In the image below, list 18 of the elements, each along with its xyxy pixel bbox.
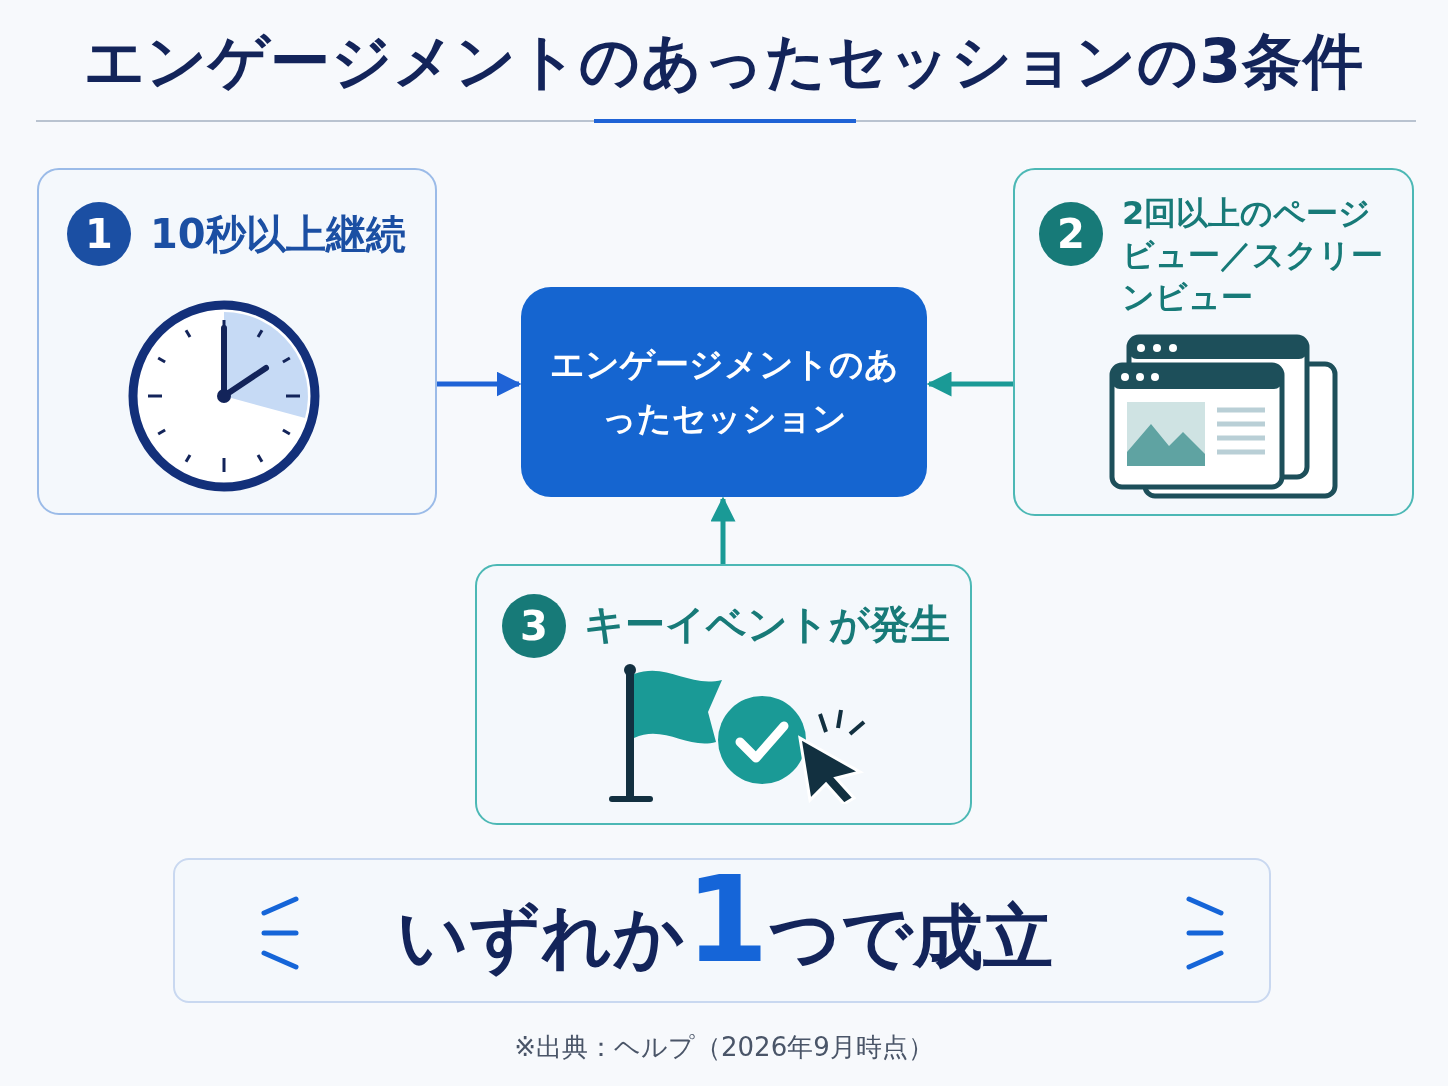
number-badge: 1 — [67, 202, 131, 266]
condition-label: キーイベントが発生 — [584, 602, 951, 646]
summary-banner — [173, 858, 1271, 1003]
condition-label: 2回以上のページビュー／スクリーンビュー — [1122, 193, 1384, 318]
arrow — [437, 371, 522, 397]
result-box — [521, 287, 927, 497]
arrow — [710, 496, 736, 564]
condition-card — [1013, 168, 1414, 516]
condition-label: 10秒以上継続 — [150, 212, 407, 256]
title: エンゲージメントのあったセッションの3条件 — [83, 25, 1365, 98]
number-badge: 2 — [1039, 202, 1103, 266]
summary-text: いずれか1つで成立 — [396, 860, 1054, 991]
result-label: エンゲージメントのあったセッション — [548, 343, 900, 440]
arrow — [926, 371, 1013, 397]
condition-card — [37, 168, 437, 515]
caption: ※出典：ヘルプ（2026年9月時点） — [513, 1031, 935, 1064]
condition-card — [475, 564, 972, 825]
number-badge: 3 — [502, 594, 566, 658]
